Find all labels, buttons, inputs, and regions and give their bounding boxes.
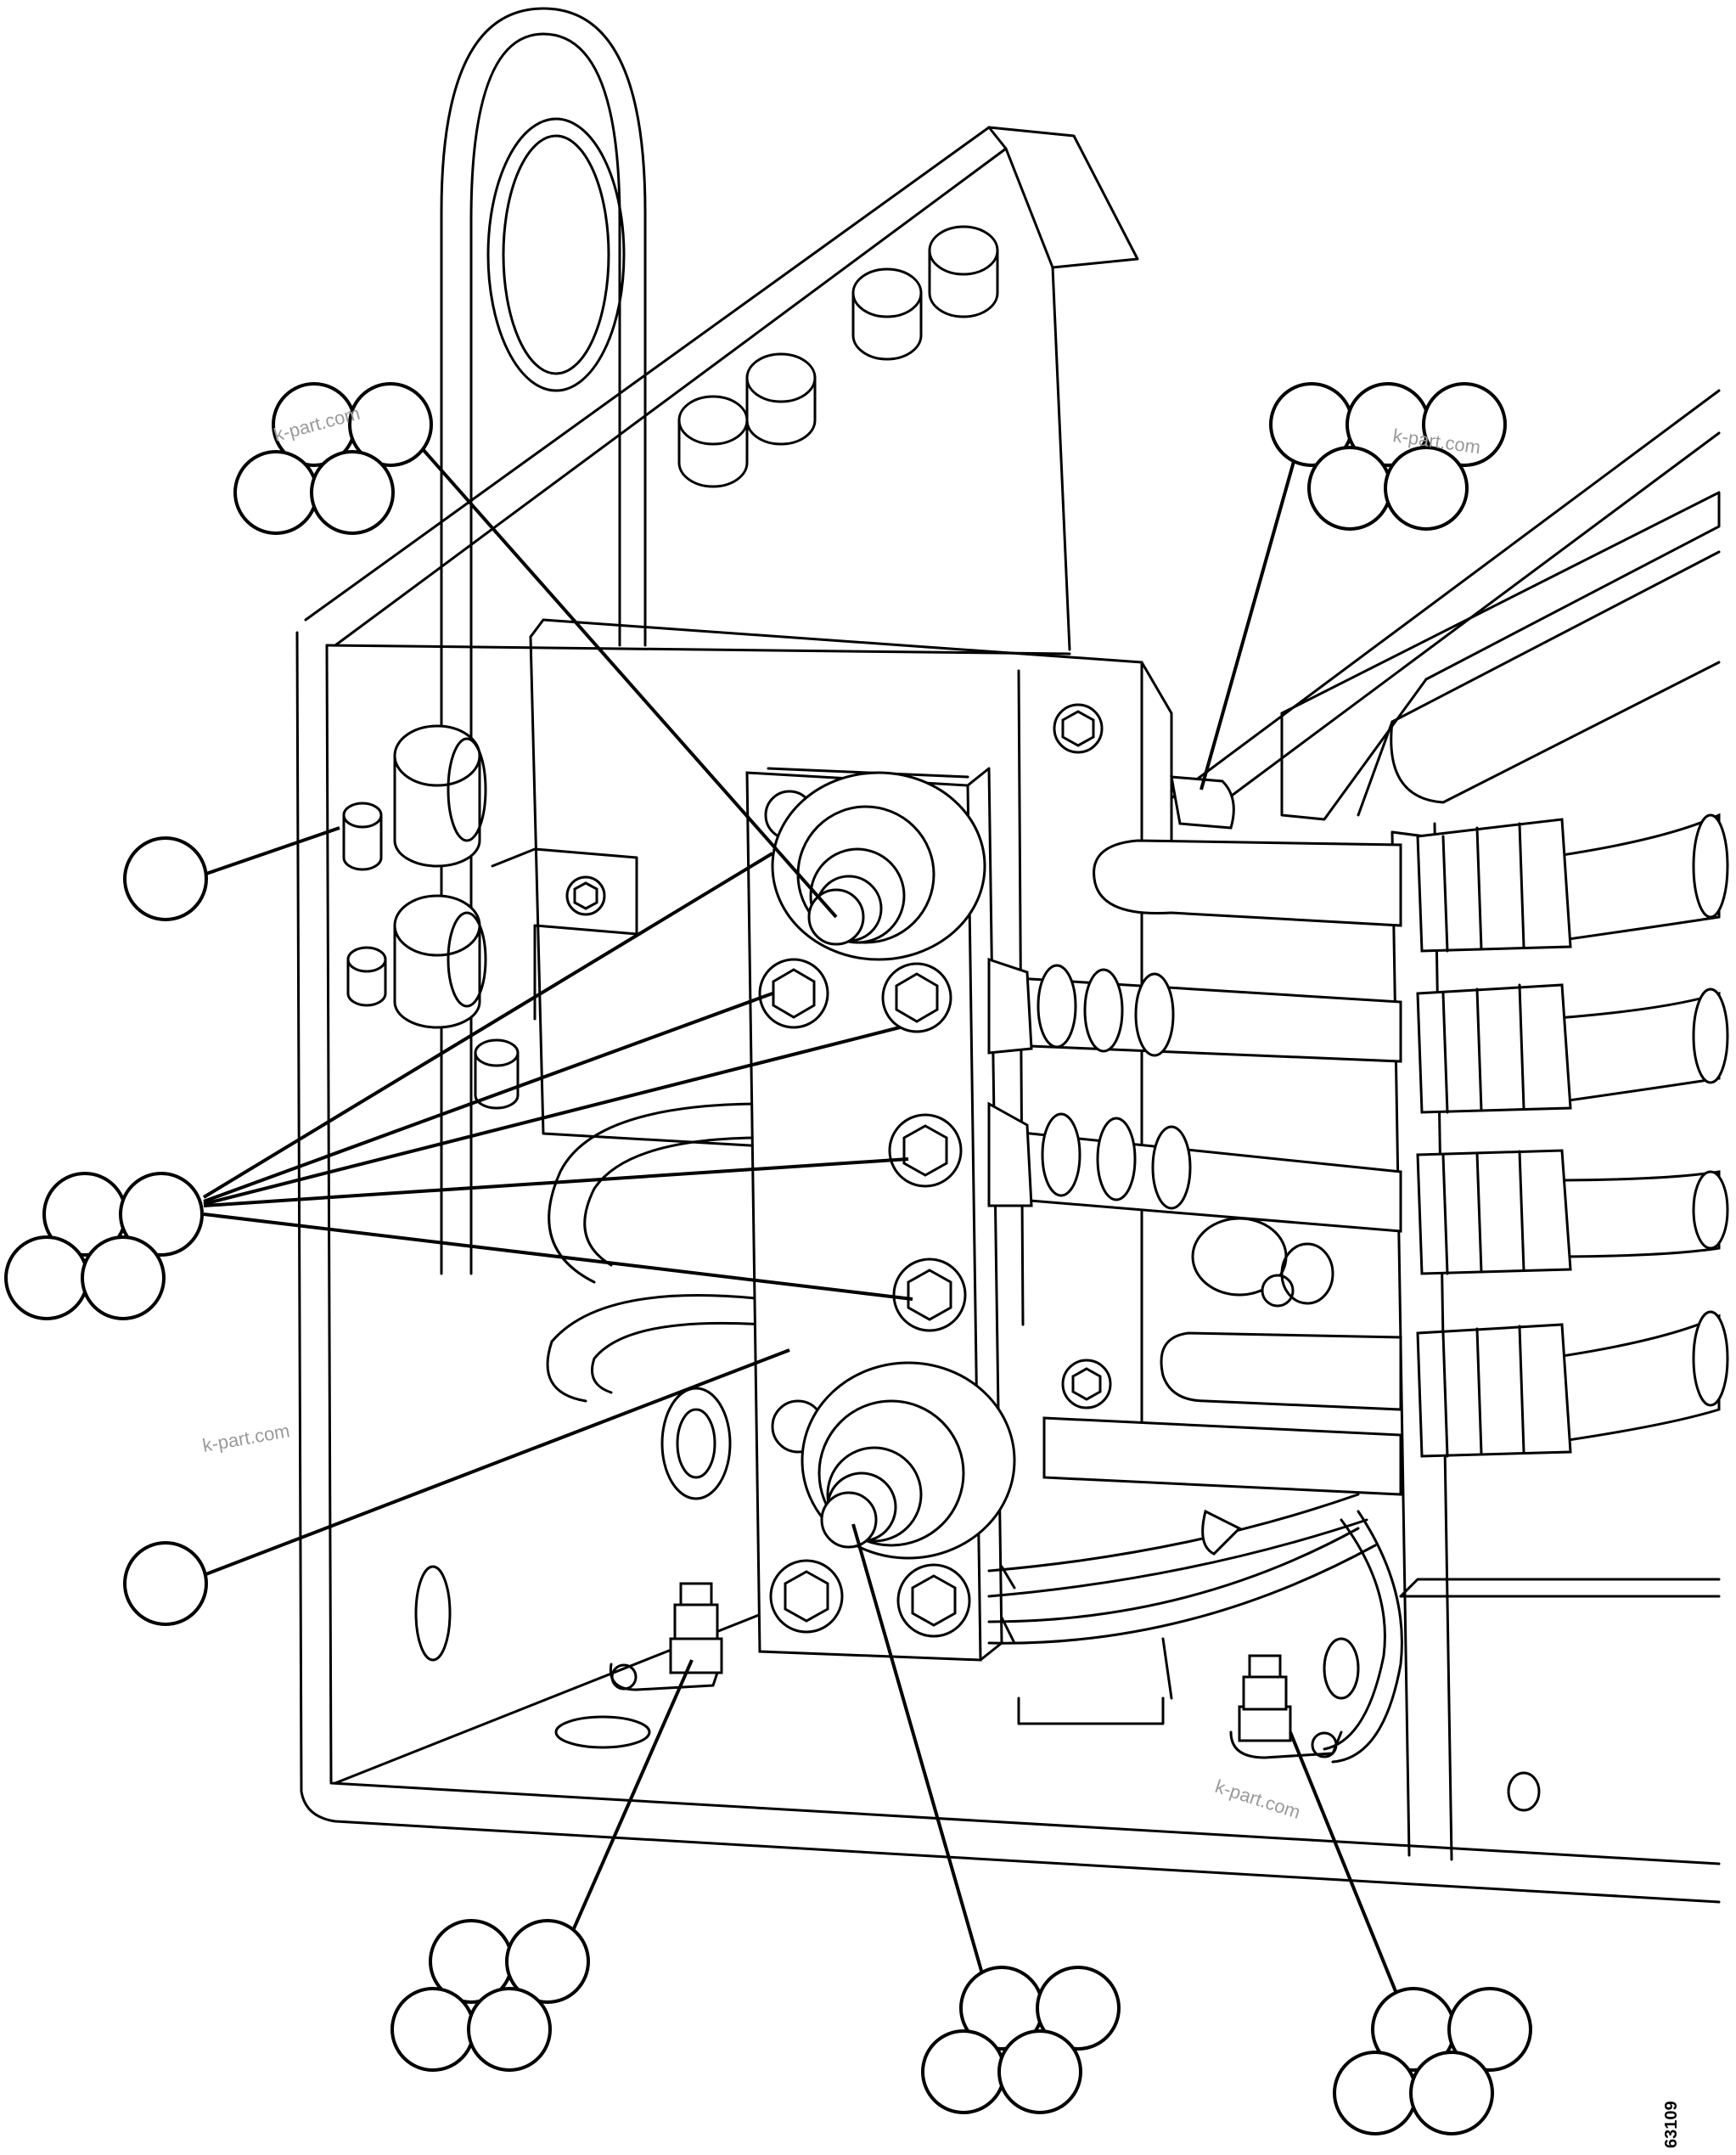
figure-number: 63109 [1662, 2101, 1681, 2148]
callout-bubbles-bottom-left [390, 1919, 590, 2072]
lifting-eye-plate [440, 7, 647, 1275]
left-spacers [342, 724, 638, 1110]
right-rail [1170, 389, 1721, 1861]
callout-bubbles-left-middle [4, 1172, 204, 1320]
callout-bubbles-bottom-center [921, 1966, 1121, 2114]
callout-bubble-left-upper [123, 836, 208, 921]
ground-stud-left [609, 1582, 723, 1691]
leader-lines [202, 440, 1402, 2005]
watermark-left: k-part.com [201, 1420, 292, 1456]
connecting-hoses [987, 775, 1403, 1764]
right-fittings [1416, 813, 1729, 1458]
callout-bubble-left-lower [123, 1541, 208, 1626]
terminal-bolts [758, 958, 971, 1638]
callout-bubbles-top-right [1269, 382, 1507, 531]
left-hose-loop [546, 1102, 766, 1500]
callout-bubbles-top-left [233, 382, 433, 535]
callout-bubbles-bottom-right [1333, 1987, 1532, 2135]
standoff-spacers [677, 225, 999, 488]
bottom-terminal-stud [801, 1361, 1016, 1560]
top-channel-bracket [304, 126, 1139, 651]
watermark-bottom-right: k-part.com [1212, 1775, 1303, 1823]
ground-stud-right [1229, 1654, 1343, 1759]
